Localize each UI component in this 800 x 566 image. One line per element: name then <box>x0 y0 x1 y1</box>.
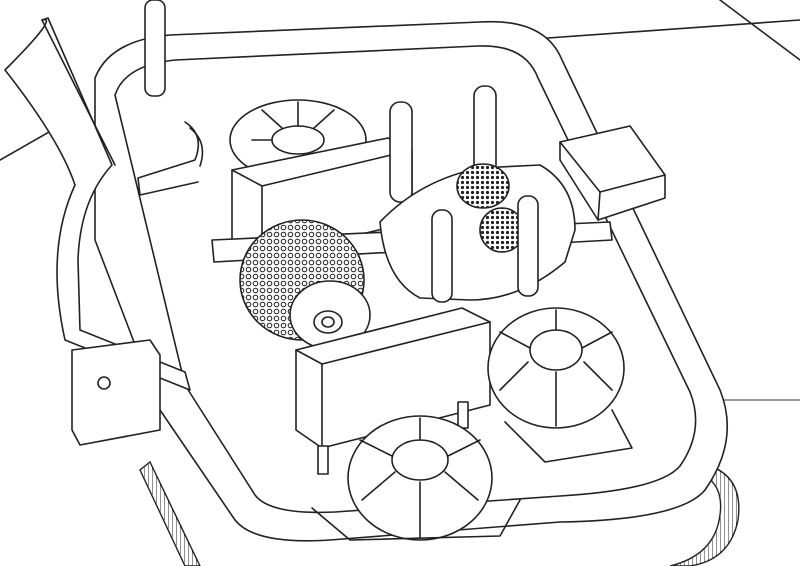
post-4 <box>517 195 539 297</box>
right-tab <box>559 125 666 221</box>
drum-bottom <box>311 415 521 541</box>
ridged-base-strip <box>139 460 740 566</box>
post-1 <box>389 101 413 203</box>
open-lid <box>4 17 191 391</box>
lower-box <box>295 307 491 475</box>
drum-right <box>487 307 633 463</box>
knurled-gear <box>239 219 371 350</box>
post-3 <box>431 209 453 303</box>
side-block <box>71 339 161 446</box>
bracket <box>137 121 204 196</box>
top-pipe <box>144 0 166 97</box>
